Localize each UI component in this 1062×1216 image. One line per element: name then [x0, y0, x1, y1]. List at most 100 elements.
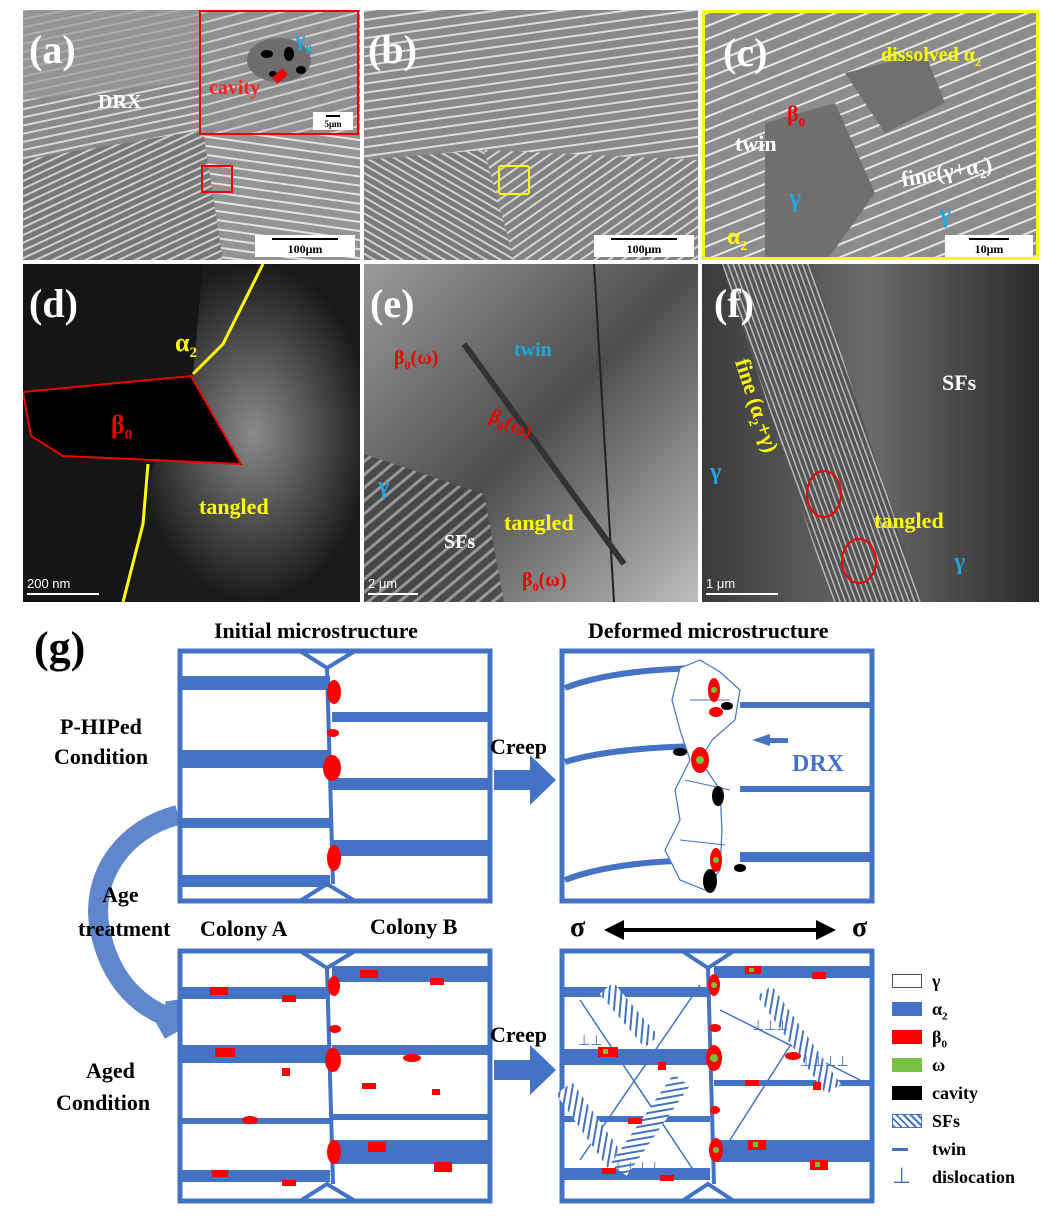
- panel-c-dissolved-label: dissolved α2: [881, 44, 981, 69]
- phiped-label-line1: P-HIPed: [60, 714, 142, 739]
- panel-d-beta0-label: β0: [111, 410, 133, 444]
- svg-text:⊥⊥: ⊥⊥: [578, 1033, 602, 1049]
- panel-d-label: (d): [29, 281, 78, 326]
- panel-e-texture: [364, 264, 698, 602]
- svg-text:⊥⊥⊥⊥: ⊥⊥⊥⊥: [800, 1054, 849, 1070]
- panel-a-highlight-box: [201, 165, 233, 193]
- inset-cavity-label: cavity: [209, 77, 261, 99]
- aged-label-line1: Aged: [86, 1058, 135, 1083]
- panel-b-texture: [364, 10, 698, 260]
- panel-a-drx-label: DRX: [98, 91, 142, 113]
- svg-text:⊥⊥⊥: ⊥⊥⊥: [752, 1018, 789, 1034]
- svg-text:⊥⊥⊥⊥: ⊥⊥⊥⊥: [612, 1160, 661, 1176]
- legend-label-sfs: SFs: [932, 1111, 961, 1131]
- panel-d-scale-bar: 200 nm: [27, 576, 99, 595]
- legend-swatch-omega: [892, 1058, 922, 1072]
- legend: γ α2 β0 ω cavity SFs twin ⊥ dislocation: [888, 968, 1058, 1208]
- panel-d: (d) α2 β0 tangled 200 nm: [23, 264, 360, 602]
- panel-d-alpha2-label: α2: [175, 328, 198, 362]
- inset-scale-bar: 5μm: [313, 112, 353, 130]
- panel-c-alpha2-label: α2: [727, 224, 748, 254]
- panel-e-beta-omega-1: β0(ω): [394, 347, 439, 372]
- panel-a-inset: cavity γg 5μm: [199, 10, 359, 135]
- legend-item-gamma: γ: [888, 968, 1058, 992]
- aged-label-line2: Condition: [56, 1090, 151, 1115]
- legend-label-gamma: γ: [932, 971, 941, 991]
- deformed-microstructure-title: Deformed microstructure: [588, 618, 829, 643]
- phiped-label-line2: Condition: [54, 744, 149, 769]
- panel-c: (c) dissolved α2 β0 twin γ fine(γ+α2) γ …: [702, 10, 1039, 260]
- legend-item-beta0: β0: [888, 1024, 1058, 1051]
- colony-b-label: Colony B: [370, 914, 458, 939]
- panel-e-tangled-label: tangled: [504, 510, 574, 535]
- legend-item-cavity: cavity: [888, 1080, 1058, 1104]
- panel-c-gamma-right: γ: [939, 199, 952, 228]
- legend-item-omega: ω: [888, 1052, 1058, 1076]
- panel-c-scale-bar: 10μm: [945, 235, 1033, 257]
- panel-e-twin-label: twin: [514, 339, 552, 361]
- sigma-right: σ: [852, 912, 868, 943]
- panel-f-gamma-left: γ: [710, 459, 722, 485]
- panel-c-twin-label: twin: [735, 131, 777, 156]
- panel-b-highlight-box: [498, 165, 530, 195]
- panel-e-beta-omega-3: β0(ω): [522, 569, 567, 594]
- legend-swatch-sfs: [892, 1114, 922, 1128]
- panel-f-tangled-label: tangled: [874, 508, 944, 533]
- legend-label-alpha2: α2: [932, 999, 948, 1023]
- inset-gamma-label: γg: [295, 26, 312, 55]
- initial-microstructure-title: Initial microstructure: [214, 618, 418, 643]
- legend-swatch-cavity: [892, 1086, 922, 1100]
- panel-f-gamma-right: γ: [954, 549, 966, 575]
- legend-item-sfs: SFs: [888, 1108, 1058, 1132]
- legend-label-dislocation: dislocation: [932, 1167, 1016, 1187]
- legend-label-twin: twin: [932, 1139, 967, 1159]
- legend-swatch-alpha2: [892, 1002, 922, 1016]
- panel-b-scale-bar: 100μm: [594, 235, 694, 257]
- legend-label-omega: ω: [932, 1055, 946, 1075]
- legend-swatch-dislocation: ⊥: [892, 1164, 912, 1189]
- panel-g-label: (g): [34, 623, 86, 672]
- creep-arrow-top: [494, 755, 556, 805]
- colony-a-label: Colony A: [200, 916, 288, 941]
- legend-swatch-gamma: [892, 974, 922, 988]
- age-treatment-line1: Age: [102, 882, 139, 907]
- panel-a-label: (a): [29, 27, 76, 72]
- panel-f-texture: [702, 264, 1039, 602]
- creep-label-top: Creep: [490, 734, 548, 759]
- panel-c-label: (c): [723, 30, 768, 75]
- panel-e: (e) β0(ω) twin β0(ω) γ SFs tangled β0(ω)…: [364, 264, 698, 602]
- panel-d-texture: [23, 264, 360, 602]
- creep-label-bottom: Creep: [490, 1022, 548, 1047]
- panel-c-texture: [705, 13, 1036, 257]
- panel-e-scale-bar: 2 μm: [368, 576, 418, 595]
- legend-label-beta0: β0: [932, 1027, 947, 1051]
- legend-swatch-twin: [892, 1148, 908, 1151]
- legend-item-twin: twin: [888, 1136, 1058, 1160]
- legend-swatch-beta0: [892, 1030, 922, 1044]
- age-treatment-line2: treatment: [78, 916, 171, 941]
- drx-label: DRX: [792, 751, 844, 777]
- panel-e-sfs-label: SFs: [444, 531, 476, 553]
- creep-arrow-bottom: [494, 1045, 556, 1095]
- initial-phiped-box: [177, 648, 493, 904]
- panel-f-sfs-label: SFs: [942, 370, 977, 395]
- panel-e-gamma-label: γ: [378, 473, 390, 499]
- panel-f-label: (f): [714, 281, 754, 326]
- panel-a-scale-bar: 100μm: [255, 235, 355, 257]
- sigma-left: σ: [570, 912, 586, 943]
- legend-item-alpha2: α2: [888, 996, 1058, 1023]
- stress-arrow: [604, 920, 836, 940]
- panel-c-gamma-left: γ: [789, 183, 802, 212]
- panel-d-tangled-label: tangled: [199, 494, 269, 519]
- panel-e-label: (e): [370, 281, 415, 326]
- legend-item-dislocation: ⊥ dislocation: [888, 1164, 1058, 1190]
- panel-c-beta0-label: β0: [787, 101, 806, 130]
- panel-b-label: (b): [368, 27, 417, 72]
- panel-f: (f) fine (α2+γ) SFs γ tangled γ 1 μm: [702, 264, 1039, 602]
- panel-b: (b) 100μm: [364, 10, 698, 260]
- panel-f-scale-bar: 1 μm: [706, 576, 778, 595]
- deformed-aged-box: ⊥⊥ ⊥⊥⊥⊥ ⊥⊥⊥⊥ ⊥⊥⊥: [555, 948, 875, 1204]
- initial-aged-box: [177, 948, 493, 1204]
- legend-label-cavity: cavity: [932, 1083, 978, 1103]
- panel-a: (a) DRX cavity γg 5μm 100μm: [23, 10, 360, 260]
